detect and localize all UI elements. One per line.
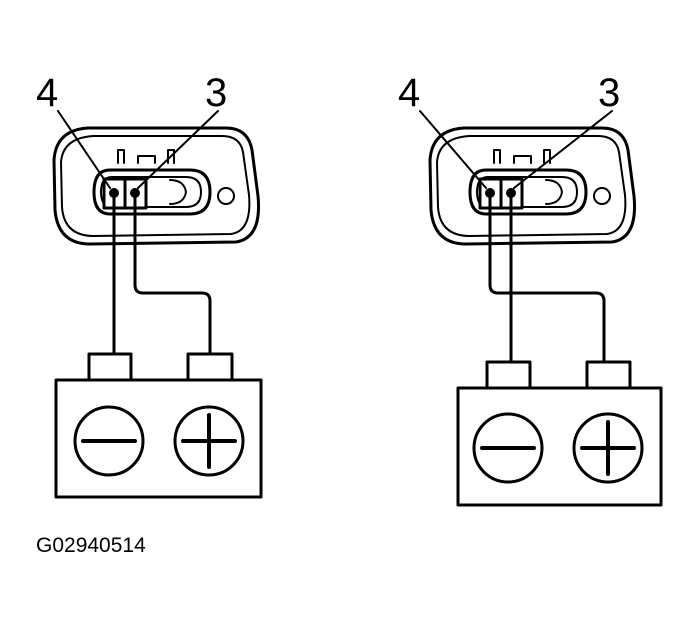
figure-code: G02940514 [36, 534, 146, 557]
wire-pin-4-to-positive [488, 191, 606, 364]
battery [456, 360, 663, 507]
minus-icon [472, 412, 544, 484]
battery [54, 352, 263, 499]
left-diagram: 4 3 [36, 71, 263, 499]
pin-3-label: 3 [598, 71, 620, 115]
battery-body [54, 378, 263, 499]
minus-icon [73, 405, 145, 477]
positive-post [186, 352, 234, 382]
negative-post [87, 352, 133, 382]
right-diagram: 4 3 [398, 71, 663, 507]
pin-4-label: 4 [398, 71, 420, 115]
pin-4-leader [57, 110, 111, 189]
pin-3-label: 3 [205, 71, 227, 115]
pin-4-leader [419, 110, 487, 189]
negative-post [485, 360, 532, 390]
plus-icon [173, 405, 245, 477]
wire-pin-3-to-positive [133, 191, 212, 356]
pin-4-label: 4 [36, 71, 58, 115]
pin-3-leader [513, 110, 613, 189]
pin-3-leader [137, 110, 219, 189]
plus-icon [572, 412, 644, 484]
battery-body [456, 386, 663, 507]
connector-housing [428, 126, 637, 246]
positive-post [585, 360, 632, 390]
connector-housing [52, 126, 261, 246]
